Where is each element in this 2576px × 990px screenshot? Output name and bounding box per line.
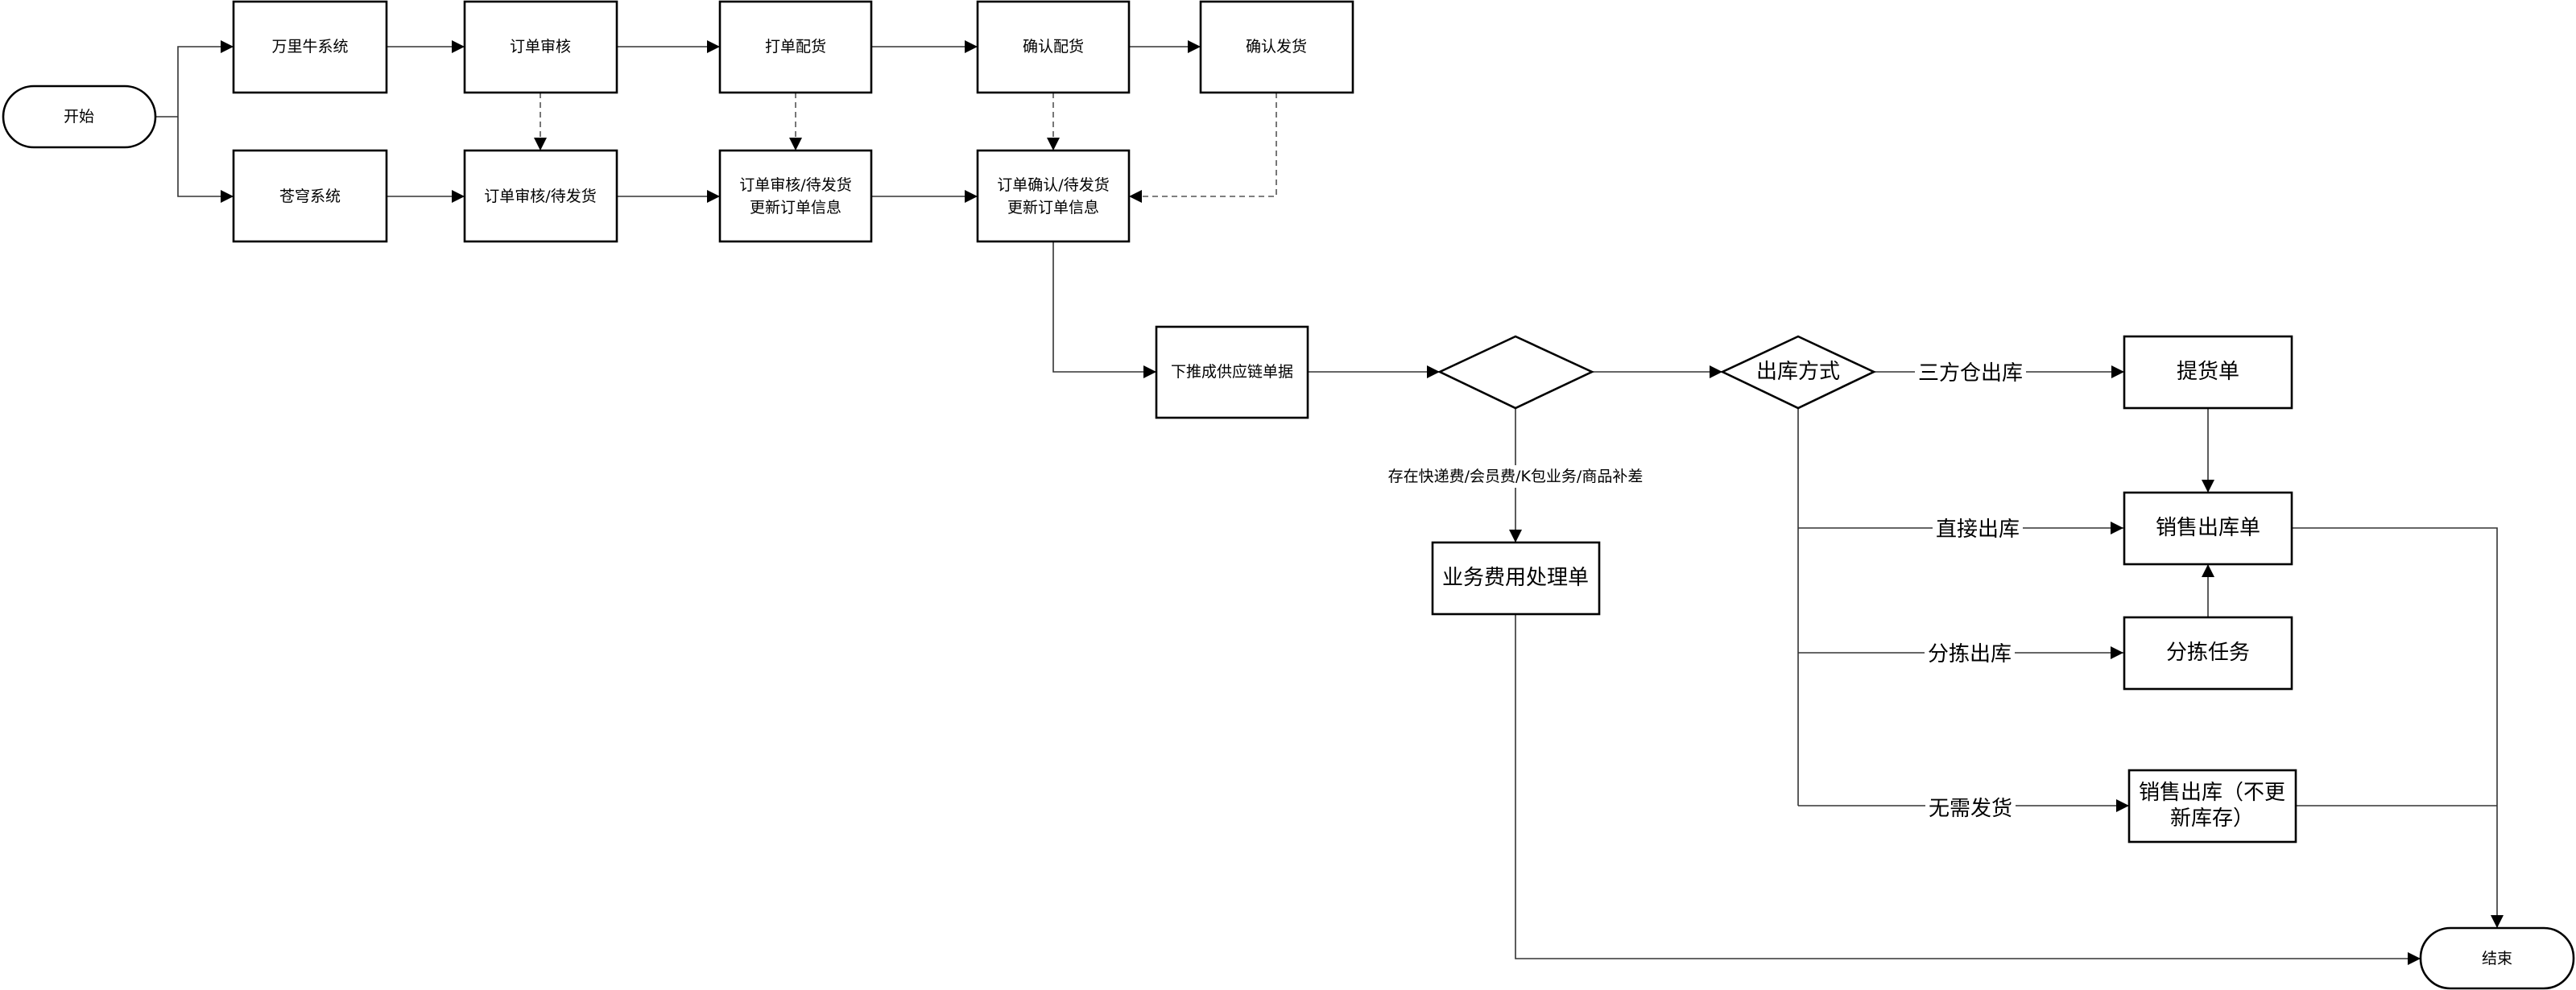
node-confirm-update-line-1: 订单确认/待发货 bbox=[997, 176, 1109, 194]
node-print-allocate[interactable]: 打单配货 bbox=[718, 0, 873, 94]
node-push-supply-chain[interactable]: 下推成供应链单据 bbox=[1155, 325, 1309, 419]
edge-fee-doc-to-end bbox=[1515, 614, 2421, 965]
node-cangqiong-label: 苍穹系统 bbox=[279, 188, 341, 205]
node-pickup-order[interactable]: 提货单 bbox=[2123, 335, 2293, 410]
node-wanliniu-label: 万里牛系统 bbox=[271, 38, 348, 56]
node-confirm-allocate-label: 确认配货 bbox=[1023, 38, 1084, 56]
node-confirm-update[interactable]: 订单确认/待发货 更新订单信息 bbox=[976, 149, 1131, 243]
edge-label-third-party-warehouse: 三方仓出库 bbox=[1918, 361, 2023, 386]
node-end[interactable]: 结束 bbox=[2419, 926, 2575, 990]
node-start-label: 开始 bbox=[64, 108, 94, 126]
node-cangqiong[interactable]: 苍穹系统 bbox=[232, 149, 388, 243]
node-confirm-ship-label: 确认发货 bbox=[1246, 38, 1307, 56]
node-review-update-line-1: 订单审核/待发货 bbox=[739, 176, 851, 194]
node-confirm-ship[interactable]: 确认发货 bbox=[1199, 0, 1354, 94]
edge-label-no-shipping: 无需发货 bbox=[1929, 797, 2012, 821]
node-outbound-method[interactable]: 出库方式 bbox=[1719, 335, 1877, 410]
edge-label-fee-condition: 存在快递费/会员费/K包业务/商品补差 bbox=[1388, 468, 1644, 485]
node-review-pending-label: 订单审核/待发货 bbox=[484, 188, 596, 205]
node-order-review-label: 订单审核 bbox=[510, 38, 571, 56]
node-picking-task-label: 分拣任务 bbox=[2166, 641, 2250, 665]
node-confirm-allocate[interactable]: 确认配货 bbox=[976, 0, 1131, 94]
node-sales-outbound-no-stock-line-1: 销售出库（不更 bbox=[2139, 781, 2285, 805]
node-review-update[interactable]: 订单审核/待发货 更新订单信息 bbox=[718, 149, 873, 243]
node-start[interactable]: 开始 bbox=[2, 85, 157, 149]
node-outbound-method-label: 出库方式 bbox=[1756, 360, 1840, 384]
node-confirm-update-line-2: 更新订单信息 bbox=[1007, 199, 1099, 217]
node-wanliniu[interactable]: 万里牛系统 bbox=[232, 0, 388, 94]
node-end-label: 结束 bbox=[2482, 950, 2512, 967]
edge-label-picking-outbound: 分拣出库 bbox=[1928, 642, 2012, 666]
node-sales-outbound-no-stock[interactable]: 销售出库（不更 新库存） bbox=[2127, 769, 2297, 844]
node-sales-outbound-label: 销售出库单 bbox=[2156, 516, 2260, 540]
node-picking-task[interactable]: 分拣任务 bbox=[2123, 616, 2293, 691]
edge-start-to-wanliniu bbox=[177, 40, 234, 117]
node-pickup-order-label: 提货单 bbox=[2177, 360, 2239, 384]
node-order-review[interactable]: 订单审核 bbox=[463, 0, 618, 94]
node-business-fee-doc-label: 业务费用处理单 bbox=[1442, 566, 1589, 590]
node-sales-outbound[interactable]: 销售出库单 bbox=[2123, 491, 2293, 566]
edge-sales-to-end bbox=[2292, 527, 2504, 928]
edge-confirm-update-to-push bbox=[1052, 241, 1156, 378]
node-decision-fee[interactable] bbox=[1437, 335, 1595, 410]
edge-dashed-confirm-ship bbox=[1129, 93, 1277, 203]
edge-start-to-cangqiong bbox=[177, 117, 234, 203]
edge-label-direct-outbound: 直接出库 bbox=[1936, 518, 2020, 542]
node-business-fee-doc[interactable]: 业务费用处理单 bbox=[1431, 541, 1601, 616]
node-review-pending[interactable]: 订单审核/待发货 bbox=[463, 149, 618, 243]
edge-labels: 存在快递费/会员费/K包业务/商品补差 三方仓出库 直接出库 分拣出库 无需发货 bbox=[1369, 360, 2026, 821]
node-print-allocate-label: 打单配货 bbox=[765, 38, 826, 56]
node-push-supply-chain-label: 下推成供应链单据 bbox=[1171, 363, 1293, 381]
node-sales-outbound-no-stock-line-2: 新库存） bbox=[2170, 806, 2254, 831]
node-review-update-line-2: 更新订单信息 bbox=[750, 199, 841, 217]
